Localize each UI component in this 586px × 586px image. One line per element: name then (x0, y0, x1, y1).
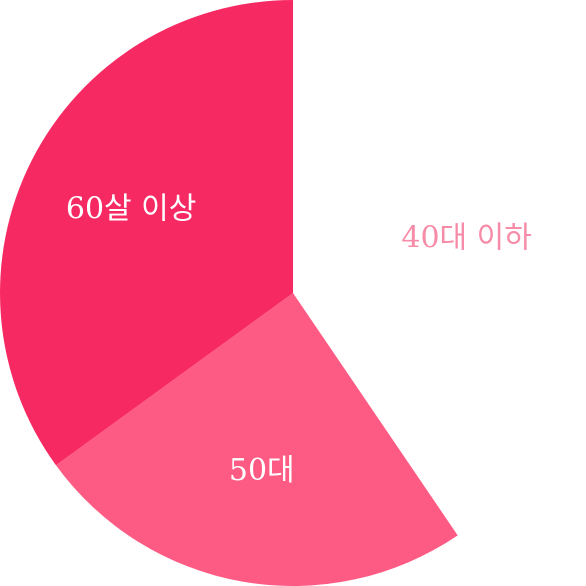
pie-slice-1 (55, 293, 458, 586)
pie-slice-2 (0, 0, 293, 466)
pie-slice-label-1: 50대 (229, 453, 295, 488)
pie-slice-0 (293, 0, 586, 536)
pie-slice-label-0: 40대 이하 (401, 221, 532, 256)
pie-labels: 40대 이하 50대 60살 이상 (66, 192, 532, 488)
pie-slice-label-2: 60살 이상 (66, 192, 197, 227)
